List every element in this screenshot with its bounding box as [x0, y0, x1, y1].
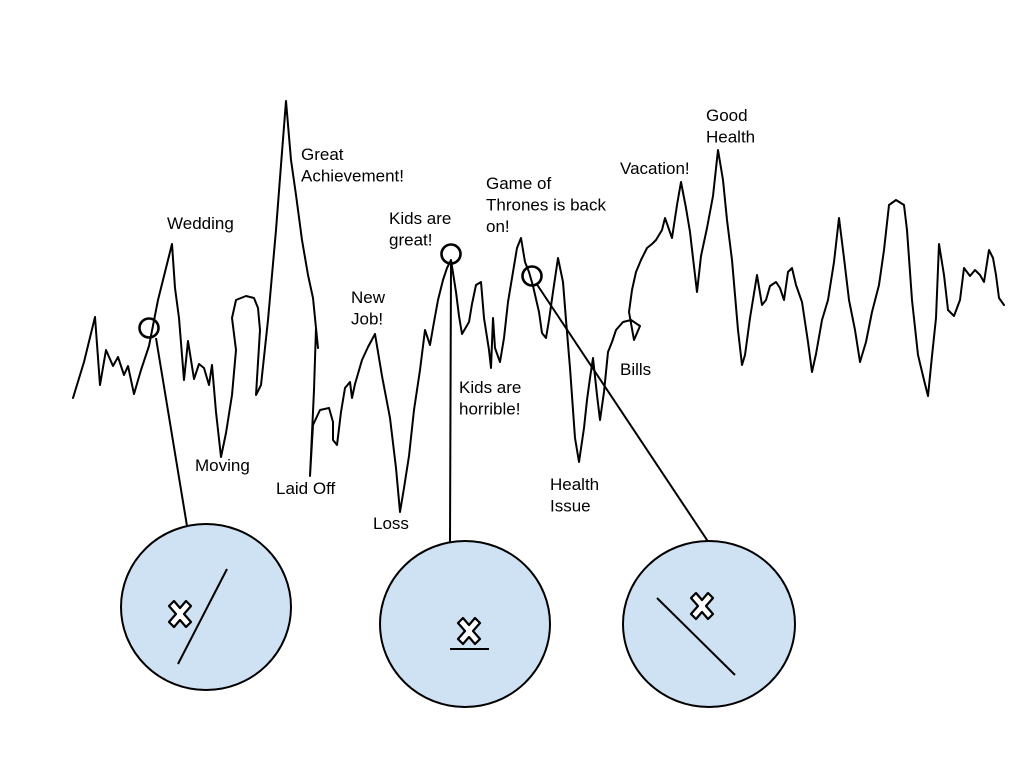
event-label-line: Wedding [167, 214, 234, 233]
event-label-loss: Loss [373, 514, 409, 533]
connector-line-rising [155, 337, 188, 527]
event-label-line: Kids are [459, 378, 521, 397]
event-label-line: Vacation! [620, 159, 690, 178]
event-label-line: horrible! [459, 400, 520, 419]
event-label-line: New [351, 288, 386, 307]
zoom-circle-background [622, 540, 796, 708]
event-label-laid-off: Laid Off [276, 479, 336, 498]
event-label-line: Job! [351, 310, 383, 329]
event-label-wedding: Wedding [167, 214, 234, 233]
event-label-bills: Bills [620, 360, 651, 379]
event-label-line: Moving [195, 456, 250, 475]
zoom-circle-rising [120, 523, 292, 691]
sample-marker-falling[interactable] [521, 265, 543, 287]
event-label-line: Laid Off [276, 479, 336, 498]
event-label-line: Health [706, 128, 755, 147]
event-label-kids-great: Kids are great! [389, 209, 451, 250]
life-wave-line [72, 100, 1005, 513]
event-label-line: Kids are [389, 209, 451, 228]
sample-marker-rising[interactable] [138, 317, 160, 339]
event-label-line: Bills [620, 360, 651, 379]
event-label-line: Achievement! [301, 167, 404, 186]
zoom-circle-flat [379, 540, 551, 708]
event-label-line: Good [706, 106, 748, 125]
zoom-circle-falling [622, 540, 796, 708]
event-label-line: Game of [486, 174, 551, 193]
event-label-line: on! [486, 217, 510, 236]
cross-icon [456, 616, 482, 646]
tangent-line-falling [656, 597, 736, 676]
cross-icon [167, 599, 193, 629]
event-label-line: Issue [550, 497, 591, 516]
event-label-line: Great [301, 145, 344, 164]
event-label-vacation: Vacation! [620, 159, 690, 178]
event-label-line: Thrones is back [486, 196, 606, 215]
event-label-kids-horrible: Kids are horrible! [459, 378, 521, 419]
event-label-moving: Moving [195, 456, 250, 475]
zoom-circle-background [120, 523, 292, 691]
tangent-line-rising [177, 568, 228, 665]
cross-icon [689, 591, 715, 621]
event-label-line: Health [550, 475, 599, 494]
connector-line-falling [535, 282, 710, 544]
event-label-game-of-thrones: Game of Thrones is back on! [486, 174, 606, 236]
event-label-line: great! [389, 231, 432, 250]
connector-line-flat [449, 262, 452, 543]
sample-marker-flat[interactable] [440, 243, 462, 265]
event-label-line: Loss [373, 514, 409, 533]
